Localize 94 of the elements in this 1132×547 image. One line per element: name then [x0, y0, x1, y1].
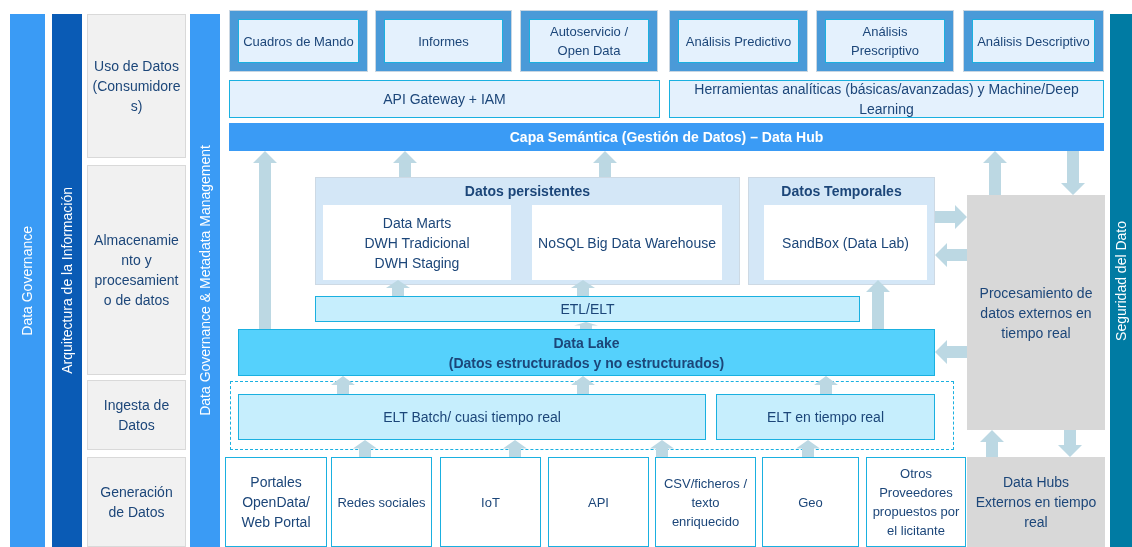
block-arrow: [866, 280, 890, 329]
layer-label-panel: [87, 457, 186, 547]
external-hub-panel: [967, 457, 1105, 547]
layer-label-panel: [87, 14, 186, 158]
ingest-bar: [716, 394, 935, 440]
source-box: [225, 457, 327, 547]
layer-label-panel: [87, 165, 186, 375]
block-arrow: [393, 151, 417, 177]
source-label: Otros Proveedores propuestos por el licitante: [871, 465, 961, 540]
source-box: [762, 457, 859, 547]
layer-label-panel: [87, 380, 186, 450]
source-label: API: [588, 493, 609, 512]
block-arrow: [796, 440, 820, 457]
block-arrow: [980, 430, 1004, 457]
security-bar: [1110, 14, 1132, 547]
block-arrow: [503, 440, 527, 457]
storage-label: DWH Tradicional: [364, 233, 470, 253]
storage-panel: [532, 205, 722, 280]
block-arrow: [574, 322, 598, 329]
block-arrow: [386, 280, 410, 296]
bar-label: ELT en tiempo real: [767, 408, 884, 427]
group-title: Datos Temporales: [781, 182, 902, 200]
ingest-group-outline: [230, 381, 954, 450]
block-arrow: [331, 376, 355, 394]
block-arrow: [650, 440, 674, 457]
ingest-bar: [238, 394, 706, 440]
consumer-frame: [229, 10, 368, 72]
block-arrow: [814, 376, 838, 394]
layer-label: Uso de Datos (Consumidores): [92, 57, 181, 116]
block-arrow: [935, 243, 967, 267]
consumer-frame: [375, 10, 512, 72]
storage-label: Data Marts: [382, 213, 452, 233]
bar-label: Data Governance & Metadata Management: [195, 145, 214, 416]
metadata-bar: [190, 14, 220, 547]
consumer-frame: [816, 10, 954, 72]
block-arrow: [983, 151, 1007, 195]
consumer-frame: [669, 10, 808, 72]
storage-label: NoSQL Big Data Warehouse: [538, 233, 716, 253]
consumer-label: Análisis Descriptivo: [972, 19, 1095, 63]
consumer-label: Análisis Prescriptivo: [825, 19, 945, 63]
consumer-frame: [963, 10, 1104, 72]
bar-label: Seguridad del Dato: [1111, 220, 1130, 341]
bar-label: Data Governance: [18, 225, 36, 336]
consumer-label: Informes: [384, 19, 503, 63]
block-arrow: [935, 340, 967, 364]
governance-bar: [10, 14, 45, 547]
consumer-label: Análisis Predictivo: [678, 19, 799, 63]
block-arrow: [571, 376, 595, 394]
bar-label: Capa Semántica (Gestión de Datos) – Data Hub: [509, 127, 824, 147]
storage-group: [748, 177, 935, 285]
block-arrow: [935, 205, 967, 229]
gateway-bar: [229, 80, 660, 118]
source-label: Geo: [798, 493, 823, 512]
group-title: Datos persistentes: [464, 182, 591, 200]
etl-bar: [315, 296, 860, 322]
source-box: [548, 457, 649, 547]
source-box: [440, 457, 541, 547]
storage-group: [315, 177, 740, 285]
bar-label: API Gateway + IAM: [383, 90, 506, 109]
panel-label: Procesamiento de datos externos en tiempo real: [978, 283, 1094, 343]
bar-label: Data Lake: [553, 333, 620, 353]
layer-label: Ingesta de Datos: [102, 396, 171, 435]
bar-label: ELT Batch/ cuasi tiempo real: [383, 408, 561, 427]
data-lake-bar: [238, 329, 935, 376]
bar-label: (Datos estructurados y no estructurados): [448, 353, 725, 373]
storage-panel: [323, 205, 511, 280]
source-box: [331, 457, 432, 547]
block-arrow: [1061, 151, 1085, 195]
consumer-frame: [520, 10, 658, 72]
source-box: [866, 457, 966, 547]
block-arrow: [593, 151, 617, 177]
consumer-label: Cuadros de Mando: [238, 19, 359, 63]
layer-label: Generación de Datos: [99, 483, 174, 522]
block-arrow: [1058, 430, 1082, 457]
source-label: CSV/ficheros / texto enriquecido: [662, 474, 749, 531]
block-arrow: [353, 440, 377, 457]
external-processing-panel: [967, 195, 1105, 430]
source-label: Redes sociales: [337, 493, 426, 512]
storage-label: SandBox (Data Lab): [782, 233, 909, 253]
block-arrow: [571, 280, 595, 296]
block-arrow: [253, 151, 277, 329]
storage-panel: [764, 205, 927, 280]
consumer-label: Autoservicio / Open Data: [529, 19, 649, 63]
bar-label: Arquitectura de la Información: [57, 187, 76, 374]
architecture-bar: [52, 14, 82, 547]
source-label: Portales OpenData/ Web Portal: [240, 473, 312, 532]
source-label: IoT: [481, 493, 500, 512]
semantic-layer-bar: [229, 123, 1104, 151]
panel-label: Data Hubs Externos en tiempo real: [975, 473, 1097, 532]
storage-label: DWH Staging: [374, 253, 460, 273]
source-box: [655, 457, 756, 547]
bar-label: ETL/ELT: [560, 300, 615, 319]
layer-label: Almacenamiento y procesamiento de datos: [93, 231, 180, 310]
bar-label: Herramientas analíticas (básicas/avanzadas) y Machine/Deep Learning: [693, 80, 1080, 119]
